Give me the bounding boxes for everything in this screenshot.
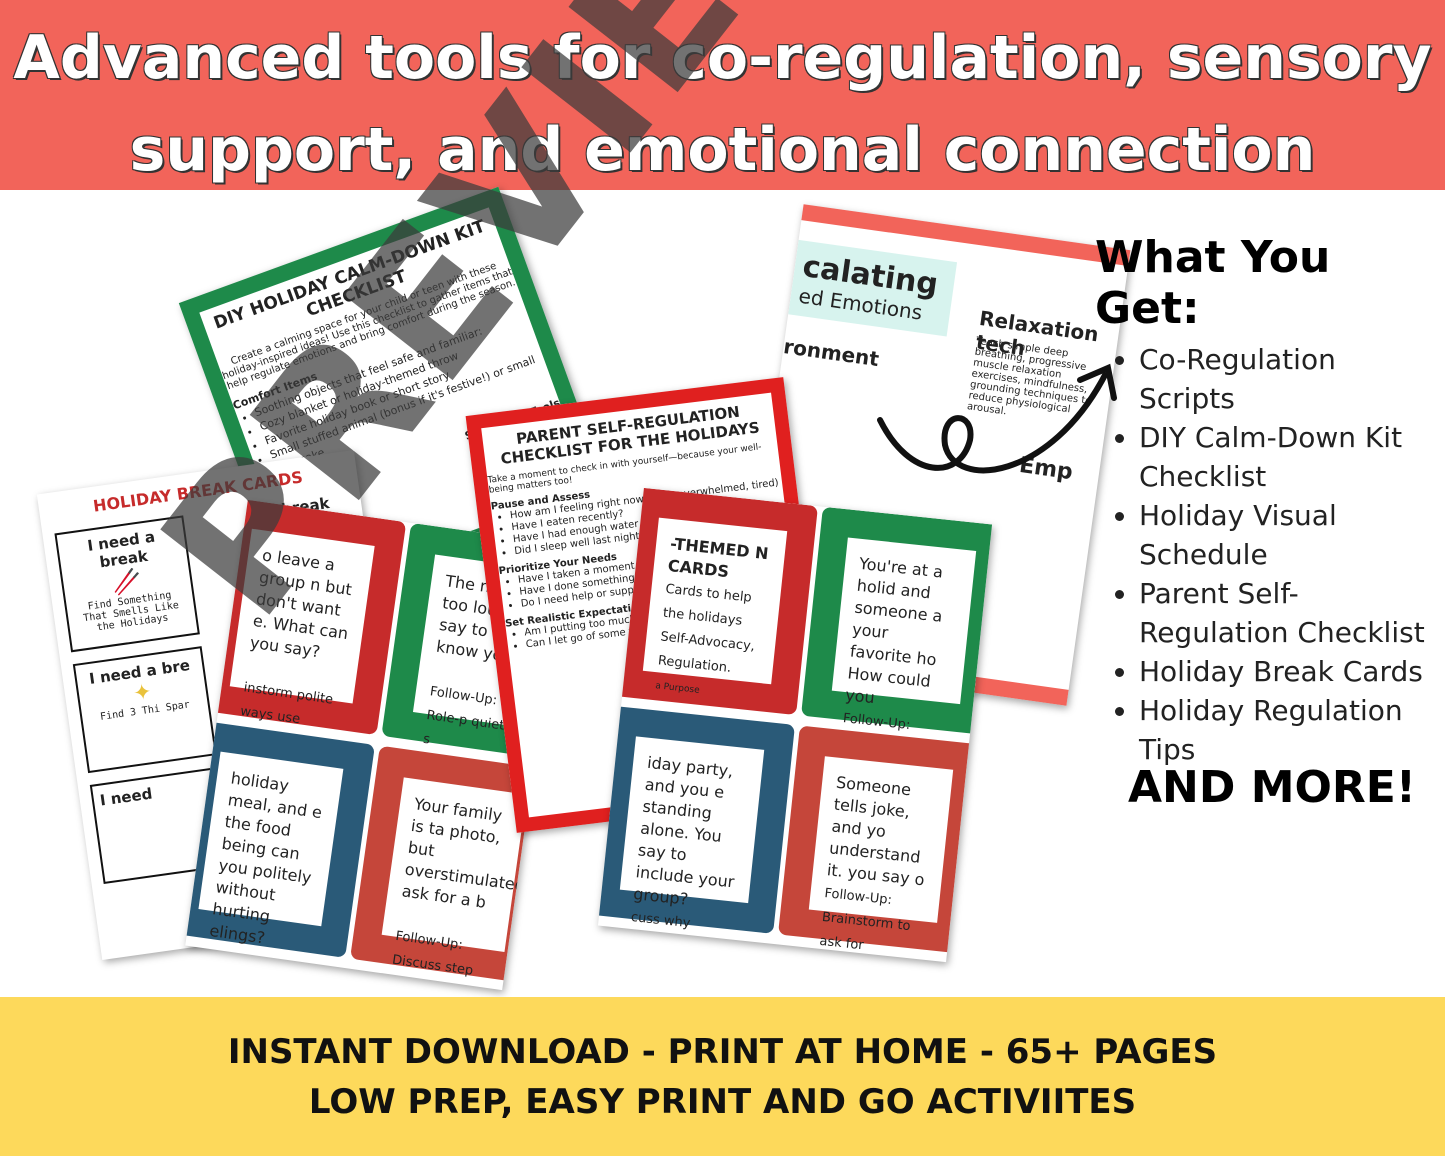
task-card-text: You're at a holid and someone a your fav… bbox=[844, 553, 944, 708]
task-card-text: Someone tells joke, and yo understand it… bbox=[826, 772, 926, 890]
task-card: You're at a holid and someone a your fav… bbox=[801, 506, 993, 803]
task-card-followup: actice saying, "No, " with kindness. bbox=[202, 968, 294, 991]
what-you-get-item: Holiday Visual Schedule bbox=[1139, 496, 1435, 574]
header-line-2: support, and emotional connection bbox=[129, 115, 1316, 185]
what-you-get-item: Co-Regulation Scripts bbox=[1139, 340, 1435, 418]
task-card: holiday meal, and e the food being can y… bbox=[185, 719, 375, 990]
social-cards-title: -THEMED N CARDS bbox=[666, 534, 770, 582]
curly-arrow-icon bbox=[877, 363, 1117, 474]
what-you-get-item: Parent Self-Regulation Checklist bbox=[1139, 574, 1435, 652]
what-you-get-item: DIY Calm-Down Kit Checklist bbox=[1139, 418, 1435, 496]
task-card-text: Your family is ta photo, but overstimula… bbox=[400, 794, 532, 912]
header-banner: Advanced tools for co-regulation, sensor… bbox=[0, 0, 1445, 190]
what-you-get-title: What You Get: bbox=[1095, 232, 1331, 334]
task-card: Someone tells joke, and yo understand it… bbox=[778, 725, 984, 962]
break-card-label: I need bbox=[98, 784, 154, 810]
task-card-followup: cuss why including make events more joya… bbox=[625, 909, 728, 962]
task-card-followup: Follow-Up: Brainstorm to ask for clarifi… bbox=[816, 886, 912, 962]
and-more-label: AND MORE! bbox=[1128, 762, 1416, 813]
task-card-text: iday party, and you e standing alone. Yo… bbox=[632, 752, 736, 909]
task-card-followup: Follow-Up: Discuss step away and adv nee… bbox=[387, 928, 480, 991]
footer-line-1: INSTANT DOWNLOAD - PRINT AT HOME - 65+ P… bbox=[227, 1032, 1218, 1072]
footer-line-2: LOW PREP, EASY PRINT AND GO ACTIVIITES bbox=[308, 1082, 1137, 1122]
task-card-text: o leave a group n but don't want e. What… bbox=[248, 545, 354, 662]
what-you-get-item: Holiday Regulation Tips bbox=[1139, 691, 1435, 769]
footer-banner: INSTANT DOWNLOAD - PRINT AT HOME - 65+ P… bbox=[0, 997, 1445, 1156]
header-line-1: Advanced tools for co-regulation, sensor… bbox=[13, 23, 1432, 93]
social-cards-text: Cards to help the holidays Self-Advocacy… bbox=[657, 581, 756, 676]
social-cards-footer: a Purpose bbox=[654, 681, 701, 696]
task-card-text: holiday meal, and e the food being can y… bbox=[208, 768, 324, 948]
task-card: iday party, and you e standing alone. Yo… bbox=[597, 705, 795, 962]
what-you-get-panel: What You Get: Co-Regulation Scripts DIY … bbox=[1095, 232, 1435, 769]
what-you-get-item: Holiday Break Cards bbox=[1139, 652, 1435, 691]
